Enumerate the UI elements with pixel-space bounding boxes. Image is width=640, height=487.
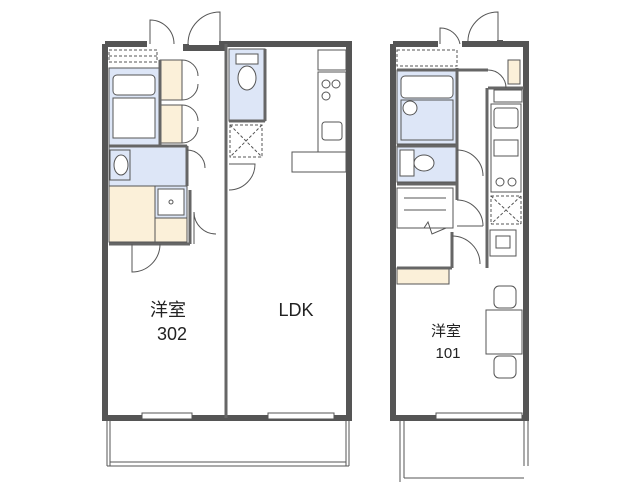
wall-interior-101 [397, 68, 524, 200]
shelf-101 [396, 49, 458, 67]
desk-101 [489, 229, 517, 257]
door-ldk-302 [228, 163, 256, 191]
ldk-label-302: LDK [278, 300, 313, 320]
room-number-101: 101 [435, 345, 460, 362]
kitchen-counter-101 [490, 103, 522, 193]
toilet-tank-302 [235, 53, 259, 65]
door-entry-101b [467, 11, 499, 45]
room-name-302: 洋室 [150, 300, 186, 320]
bathtub-101 [400, 75, 454, 99]
window-room-101 [435, 412, 523, 420]
door-room-302 [131, 243, 161, 273]
washer-302 [157, 188, 185, 216]
basin-101 [402, 100, 418, 116]
door-storage-302 [181, 59, 199, 101]
entrance-floor-302 [108, 185, 156, 243]
balcony-101 [399, 418, 529, 482]
toilet-101 [413, 154, 435, 172]
chair-101a [493, 285, 517, 309]
door-storage-302b [181, 104, 199, 144]
door-wash-302 [186, 149, 206, 169]
fridge-space-302 [229, 124, 263, 158]
chair-101b [493, 355, 517, 379]
room-name-101: 洋室 [431, 323, 461, 340]
storage-101 [396, 267, 450, 285]
door-entry-302b [187, 11, 221, 45]
wall-toilet-302 [229, 49, 267, 123]
bathtub-302 [112, 74, 156, 96]
door-wash-101 [456, 149, 484, 177]
storage-302b [159, 104, 183, 144]
toilet-bowl-302 [237, 65, 257, 91]
unit-302: 洋室 302 LDK [102, 11, 352, 467]
door-hall-302 [193, 211, 217, 244]
fridge-space-101 [490, 195, 522, 225]
entrance-floor-302b [154, 217, 188, 243]
storage-101b [507, 59, 521, 85]
unit-101: 洋室 101 [390, 11, 529, 482]
window-room-302 [141, 412, 193, 420]
stair-101 [396, 187, 454, 229]
window-ldk-302 [267, 412, 335, 420]
kitchen-bar-302 [291, 151, 347, 173]
door-room-101 [451, 235, 481, 265]
sink-302 [321, 121, 343, 141]
storage-302 [159, 59, 183, 101]
washbasin-302 [113, 154, 129, 176]
room-number-302: 302 [157, 324, 187, 344]
door-hall-101 [456, 199, 484, 227]
door-storage-101 [487, 69, 507, 89]
table-101 [485, 309, 523, 355]
door-entry-302 [149, 19, 175, 45]
door-entry-101 [439, 27, 461, 45]
washbasin-101 [399, 149, 415, 177]
bath-floor-302 [112, 97, 156, 139]
balcony-302 [106, 418, 350, 467]
outer-wall-101 [390, 40, 529, 421]
wall-room-101 [397, 232, 454, 270]
